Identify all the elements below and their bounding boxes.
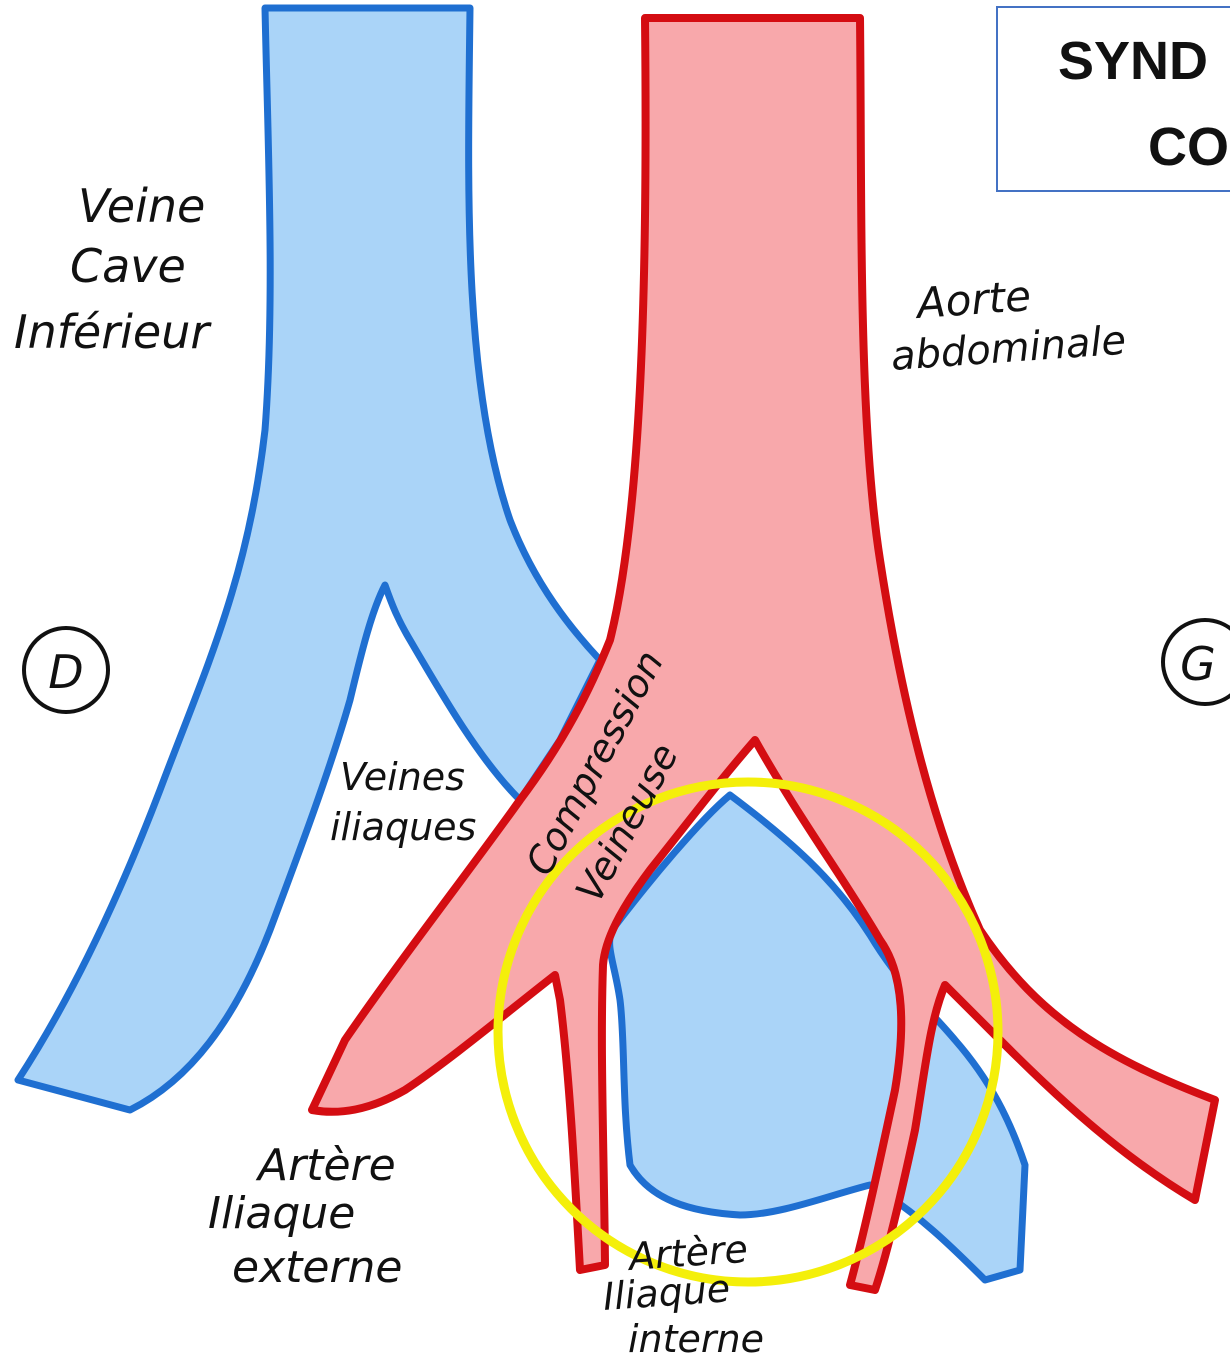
label-int-iliac-line2: Iliaque <box>602 1266 732 1319</box>
title-line1: SYND <box>1058 30 1208 92</box>
label-ext-iliac-line1: Artère <box>255 1140 396 1191</box>
right-marker-letter: D <box>48 645 83 699</box>
left-iliac-vein <box>610 795 1025 1280</box>
label-iliac-veins-line2: iliaques <box>330 805 476 849</box>
title-box: SYND CO <box>996 6 1230 192</box>
label-ivc-line2: Cave <box>70 239 186 293</box>
label-ivc-line3: Inférieur <box>14 305 212 359</box>
label-ivc-line1: Veine <box>78 179 205 233</box>
right-side-marker: D <box>24 628 108 712</box>
left-marker-letter: G <box>1180 637 1216 691</box>
label-aorta-line1: Aorte <box>912 271 1032 328</box>
label-ext-iliac-line3: externe <box>232 1242 402 1293</box>
label-ext-iliac-line2: Iliaque <box>208 1188 355 1239</box>
label-int-iliac-line3: interne <box>628 1317 764 1360</box>
left-side-marker: G <box>1163 620 1230 704</box>
label-iliac-veins-line1: Veines <box>340 755 465 799</box>
label-ext-iliac-artery: Artère Iliaque externe <box>208 1140 402 1293</box>
label-iliac-veins: Veines iliaques <box>330 755 476 849</box>
title-line2: CO <box>1148 116 1229 178</box>
label-aorta: Aorte abdominale <box>889 271 1127 380</box>
label-ivc: Veine Cave Inférieur <box>14 179 212 359</box>
